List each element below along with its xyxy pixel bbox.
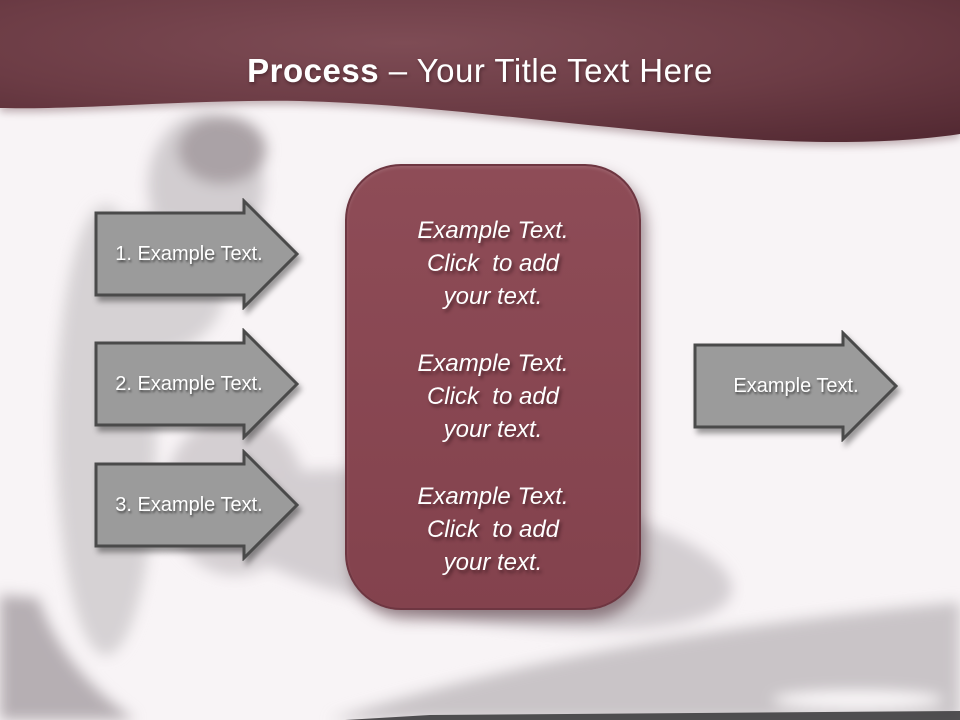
content-box-paragraph-1[interactable]: Example Text. Click to add your text. — [417, 214, 568, 313]
slide-title-placeholder: – Your Title Text Here — [388, 52, 713, 89]
header-wave-band — [0, 0, 960, 143]
paragraph-line: Example Text. — [417, 483, 569, 510]
paragraph-line: Click to add — [426, 516, 560, 543]
content-box-paragraph-2[interactable]: Example Text. Click to add your text. — [417, 347, 568, 446]
mat-edge-strip — [345, 711, 960, 720]
step-arrow-1-label: 1. Example Text. — [115, 242, 263, 265]
result-arrow[interactable]: Example Text. — [693, 330, 899, 442]
content-box[interactable]: Example Text. Click to add your text. Ex… — [345, 164, 641, 610]
step-arrow-1[interactable]: 1. Example Text. — [94, 198, 300, 310]
result-arrow-label: Example Text. — [733, 374, 859, 397]
slide-title-keyword: Process — [247, 52, 380, 89]
paragraph-line: Click to add — [426, 383, 560, 410]
slide-title[interactable]: Process – Your Title Text Here — [0, 52, 960, 90]
paragraph-line: Example Text. — [417, 217, 569, 244]
paragraph-line: your text. — [443, 549, 543, 576]
paragraph-line: your text. — [443, 283, 543, 310]
right-arrow-icon — [94, 328, 300, 440]
paragraph-line: Example Text. — [417, 350, 569, 377]
right-arrow-icon — [94, 449, 300, 561]
paragraph-line: Click to add — [426, 250, 560, 277]
step-arrow-2-label: 2. Example Text. — [115, 372, 263, 395]
step-arrow-3[interactable]: 3. Example Text. — [94, 449, 300, 561]
step-arrow-3-label: 3. Example Text. — [115, 493, 263, 516]
step-arrow-2[interactable]: 2. Example Text. — [94, 328, 300, 440]
right-arrow-icon — [693, 330, 899, 442]
right-arrow-icon — [94, 198, 300, 310]
content-box-paragraph-3[interactable]: Example Text. Click to add your text. — [417, 480, 568, 579]
paragraph-line: your text. — [443, 416, 543, 443]
